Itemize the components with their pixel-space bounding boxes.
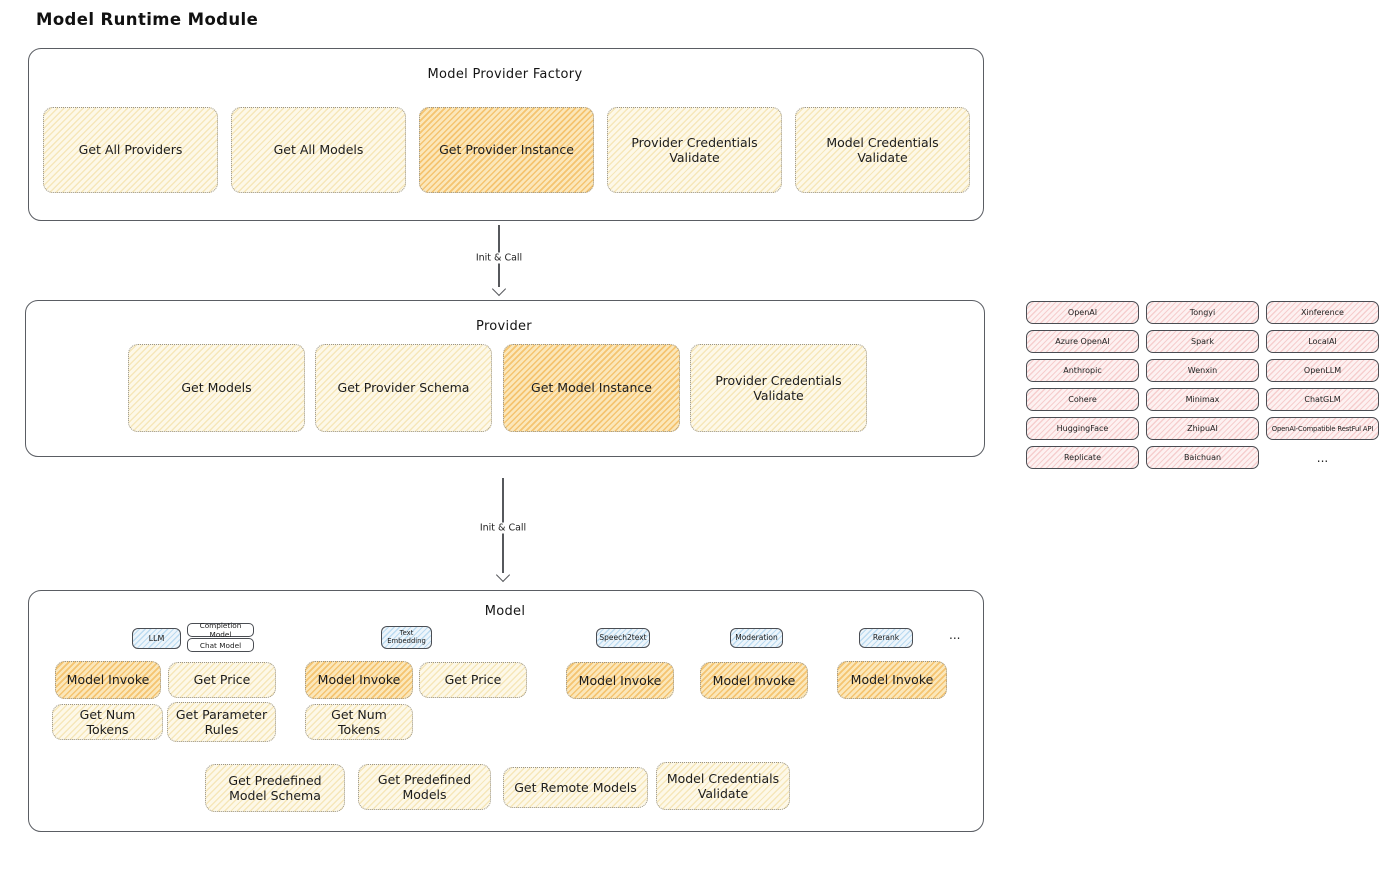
box-get-predefined-model-schema: Get Predefined Model Schema	[205, 764, 345, 812]
box-model-invoke-llm: Model Invoke	[55, 661, 161, 699]
box-model-credentials-validate-2: Model Credentials Validate	[656, 762, 790, 810]
box-model-invoke-moderation: Model Invoke	[700, 662, 808, 699]
provider-grid-ellipsis: ...	[1316, 450, 1329, 465]
tab-text-embedding: Text Embedding	[381, 626, 432, 649]
page-title: Model Runtime Module	[36, 10, 259, 29]
arrow-label: Init & Call	[475, 522, 531, 534]
box-get-all-providers: Get All Providers	[43, 107, 218, 193]
box-get-provider-schema: Get Provider Schema	[315, 344, 492, 432]
tab-completion-model: Completion Model	[187, 621, 254, 639]
box-provider-credentials-validate: Provider Credentials Validate	[607, 107, 782, 193]
provider-chip-zhipuai: ZhipuAI	[1146, 417, 1259, 440]
provider-chip-replicate: Replicate	[1026, 446, 1139, 469]
box-model-invoke-rerank: Model Invoke	[837, 661, 947, 699]
provider-chip-huggingface: HuggingFace	[1026, 417, 1139, 440]
provider-chip-anthropic: Anthropic	[1026, 359, 1139, 382]
provider-chip-wenxin: Wenxin	[1146, 359, 1259, 382]
box-get-price-text-embedding: Get Price	[419, 662, 527, 698]
box-get-num-tokens-llm: Get Num Tokens	[52, 704, 163, 740]
tab-moderation: Moderation	[730, 628, 783, 648]
box-model-credentials-validate: Model Credentials Validate	[795, 107, 970, 193]
box-get-model-instance: Get Model Instance	[503, 344, 680, 432]
provider-chip-chatglm: ChatGLM	[1266, 388, 1379, 411]
provider-grid: OpenAI Azure OpenAI Anthropic Cohere Hug…	[1026, 301, 1379, 469]
provider-chip-cohere: Cohere	[1026, 388, 1139, 411]
box-get-predefined-models: Get Predefined Models	[358, 764, 491, 810]
box-get-provider-instance: Get Provider Instance	[419, 107, 594, 193]
box-model-invoke-text-embedding: Model Invoke	[305, 661, 413, 699]
provider-chip-openai-compatible: OpenAI-Compatible RestFul API	[1266, 417, 1379, 440]
box-provider-credentials-validate-2: Provider Credentials Validate	[690, 344, 867, 432]
tab-chat-model: Chat Model	[187, 638, 254, 652]
provider-chip-minimax: Minimax	[1146, 388, 1259, 411]
box-get-price-llm: Get Price	[168, 662, 276, 698]
box-get-num-tokens-text-embedding: Get Num Tokens	[305, 704, 413, 740]
factory-title: Model Provider Factory	[427, 67, 583, 82]
model-tabs-ellipsis: ...	[949, 628, 961, 642]
tab-rerank: Rerank	[859, 628, 913, 648]
arrow-head-icon	[491, 281, 507, 297]
provider-chip-openai: OpenAI	[1026, 301, 1139, 324]
provider-title: Provider	[476, 319, 532, 334]
model-title: Model	[484, 604, 526, 619]
provider-chip-spark: Spark	[1146, 330, 1259, 353]
box-get-all-models: Get All Models	[231, 107, 406, 193]
provider-chip-tongyi: Tongyi	[1146, 301, 1259, 324]
arrow-head-icon	[495, 567, 511, 583]
provider-chip-azure-openai: Azure OpenAI	[1026, 330, 1139, 353]
provider-chip-openllm: OpenLLM	[1266, 359, 1379, 382]
box-get-parameter-rules: Get Parameter Rules	[167, 702, 276, 742]
provider-chip-localai: LocalAI	[1266, 330, 1379, 353]
tab-llm: LLM	[132, 628, 181, 649]
box-get-remote-models: Get Remote Models	[503, 767, 648, 808]
box-model-invoke-speech2text: Model Invoke	[566, 662, 674, 699]
provider-chip-baichuan: Baichuan	[1146, 446, 1259, 469]
tab-speech2text: Speech2text	[596, 628, 650, 648]
provider-chip-xinference: Xinference	[1266, 301, 1379, 324]
arrow-label: Init & Call	[471, 252, 527, 264]
box-get-models: Get Models	[128, 344, 305, 432]
